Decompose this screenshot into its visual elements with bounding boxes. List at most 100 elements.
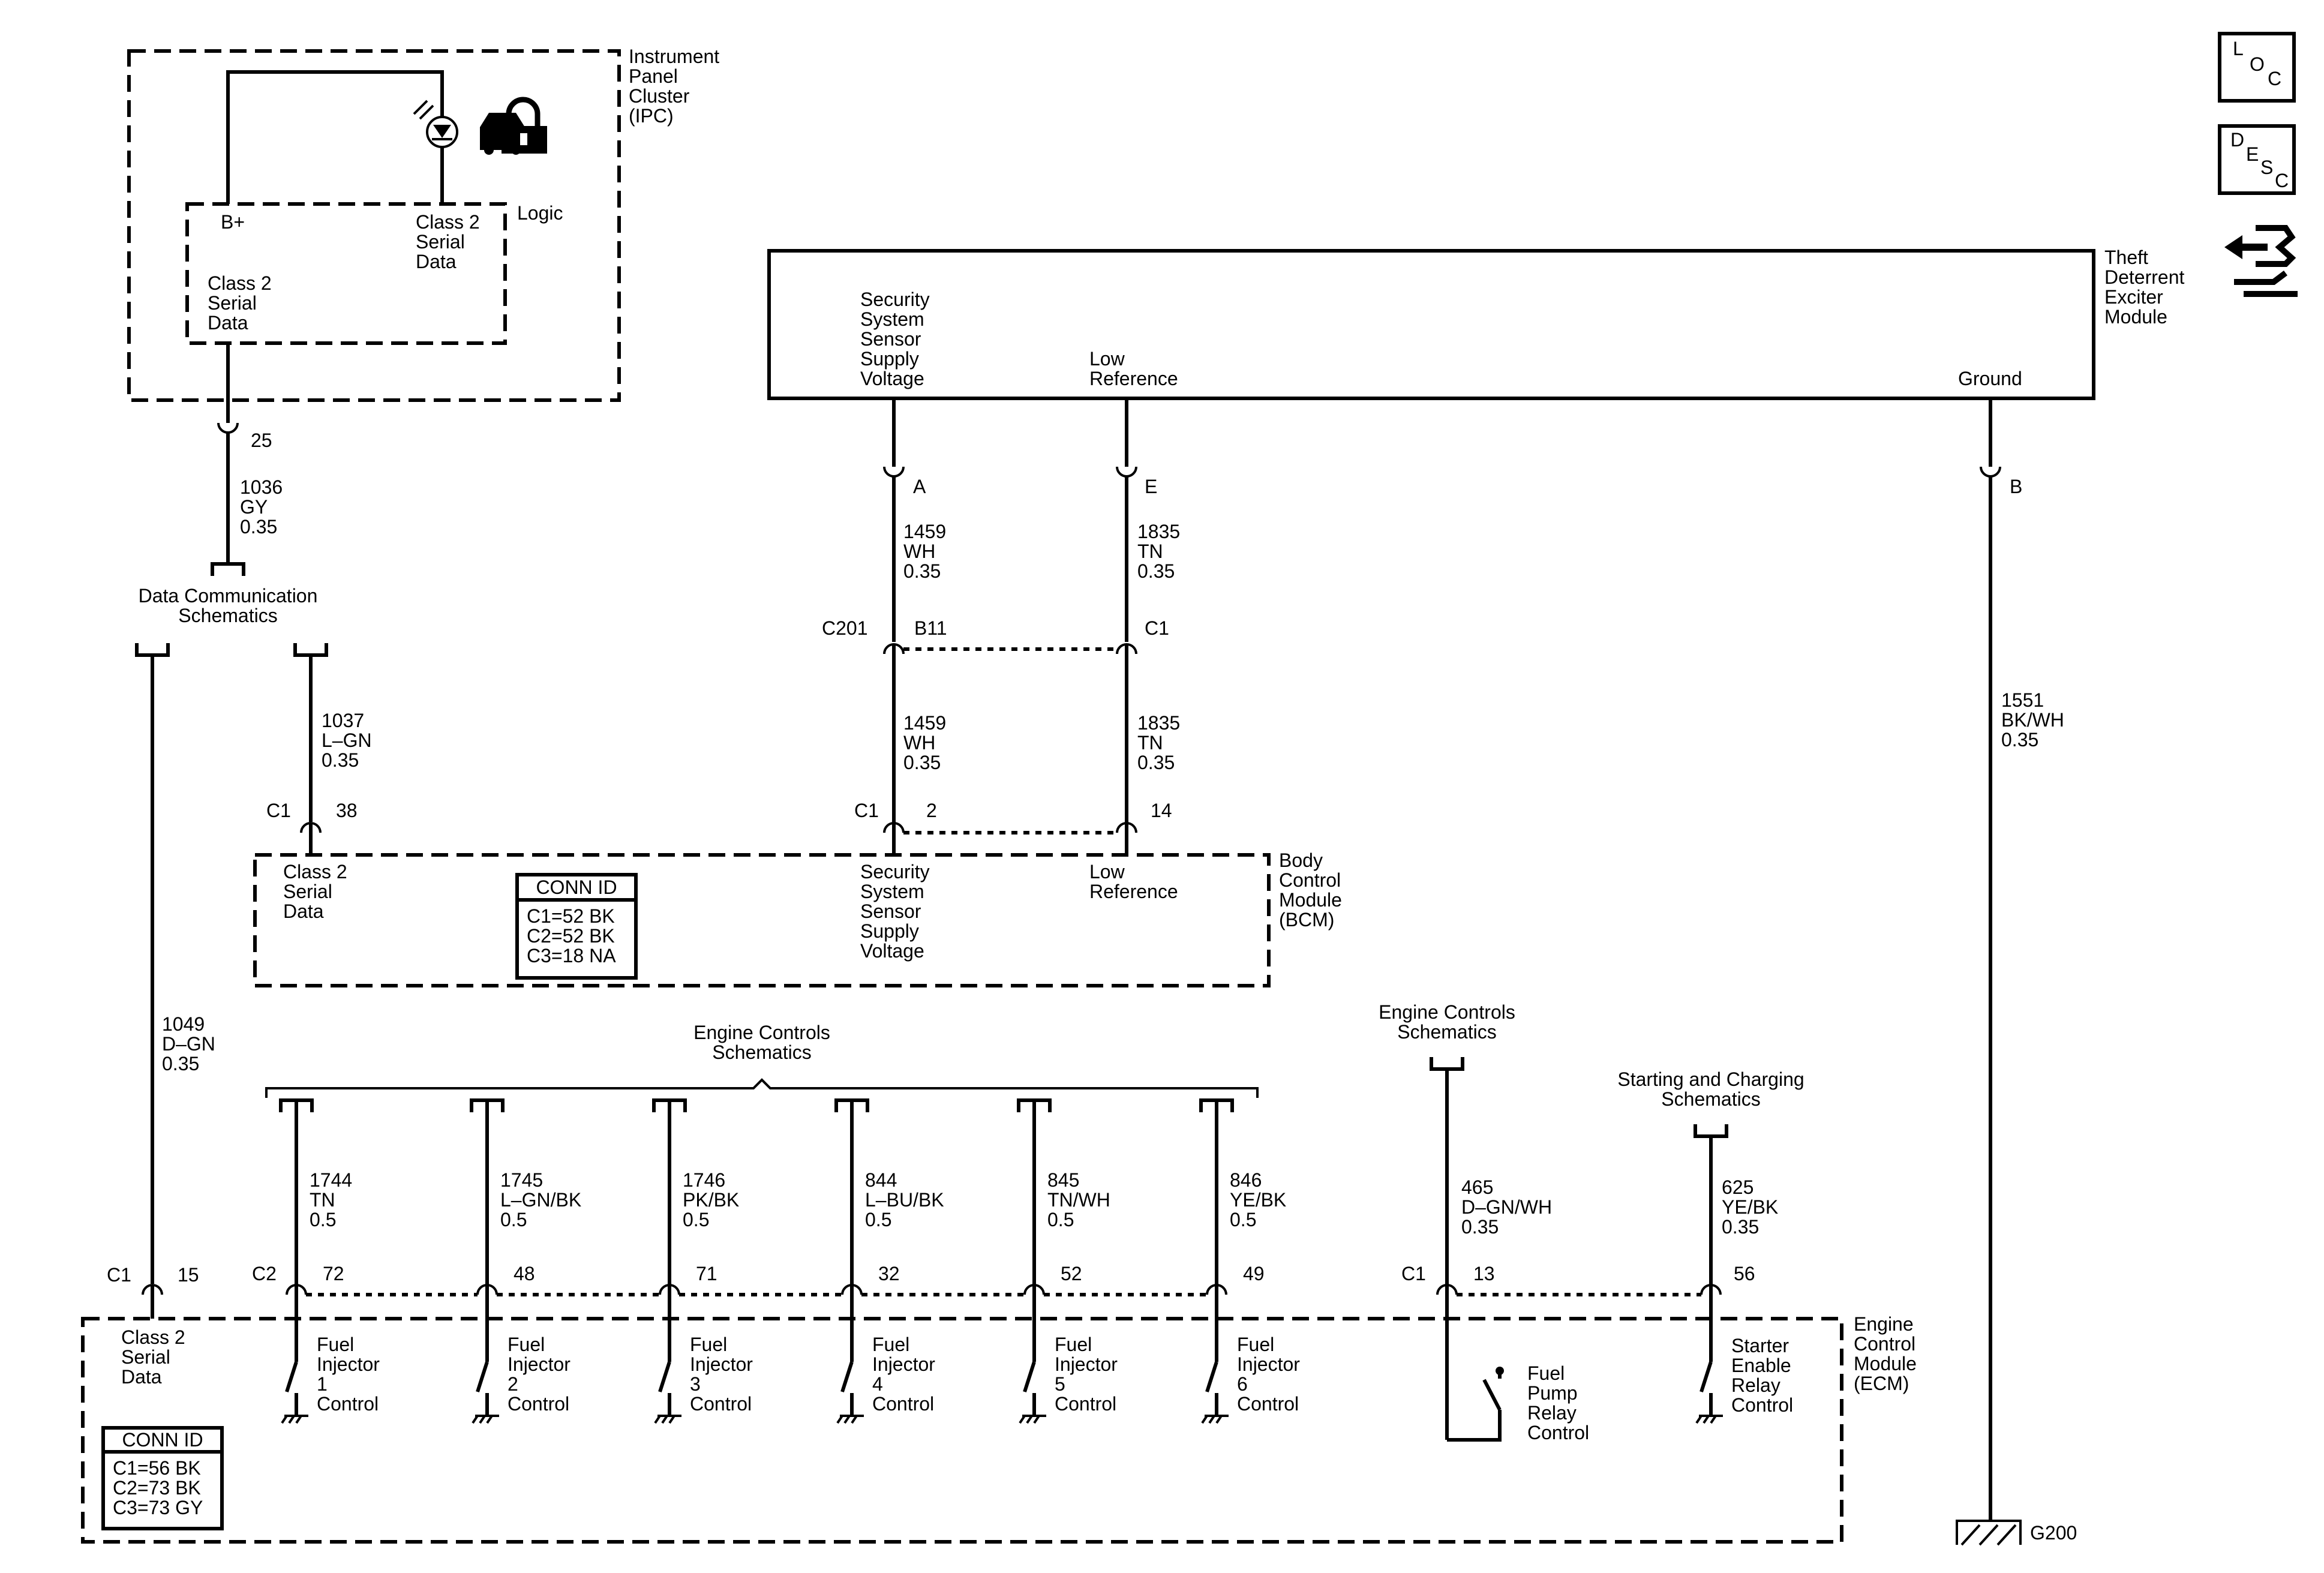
ecm-starter-2: Enable: [1731, 1355, 1791, 1376]
bcm-conn-c1: C1=52 BK: [527, 905, 615, 927]
injector-5-label-4: Control: [1055, 1393, 1116, 1415]
wire-1835-bot-color: TN: [1137, 732, 1163, 754]
ecm-starter-4: Control: [1731, 1394, 1793, 1416]
injector-2-size: 0.5: [500, 1209, 527, 1230]
bcm-security-1: Security: [860, 861, 930, 882]
injector-1-label-2: Injector: [317, 1353, 380, 1375]
bcm-security-2: System: [860, 881, 924, 902]
bcm-name-2: Control: [1279, 869, 1341, 891]
injector-1-label-4: Control: [317, 1393, 379, 1415]
ipc-name-2: Panel: [629, 65, 678, 87]
ecm-c1-right-label: C1: [1401, 1263, 1426, 1284]
injector-6-label-3: 6: [1237, 1373, 1248, 1395]
injector-3-circuit: 1746: [683, 1169, 725, 1191]
injector-5-color: TN/WH: [1047, 1189, 1110, 1211]
loc-icon[interactable]: L O C: [2218, 32, 2296, 103]
bcm-security-4: Supply: [860, 920, 919, 942]
injector-3-size: 0.5: [683, 1209, 709, 1230]
injector-1-label-1: Fuel: [317, 1334, 354, 1355]
ecm-c1-left-label: C1: [107, 1264, 131, 1286]
bcm-conn-title: CONN ID: [536, 876, 617, 898]
svg-text:E: E: [2246, 143, 2259, 165]
injector-4-ground-hatch-2: [843, 1415, 851, 1424]
c201-pin-c1: C1: [1145, 617, 1169, 639]
injector-2-label-1: Fuel: [508, 1334, 545, 1355]
engine-schem-label-1: Engine Controls: [693, 1022, 830, 1043]
bcm-connector-38: C1 38: [266, 800, 358, 855]
injector-2-pin: 48: [514, 1263, 535, 1284]
ecm-conn-c2: C2=73 BK: [113, 1477, 201, 1499]
wire-465-circuit: 465: [1461, 1176, 1493, 1198]
svg-text:C: C: [2275, 170, 2289, 191]
injector-6-color: YE/BK: [1230, 1189, 1286, 1211]
wire-625-color: YE/BK: [1722, 1196, 1778, 1218]
wire-1049-size: 0.35: [162, 1053, 199, 1074]
ecm-c2-label: C2: [252, 1263, 277, 1284]
bcm-module: Body Control Module (BCM) Class 2 Serial…: [253, 849, 1342, 987]
c201-label: C201: [822, 617, 868, 639]
ipc-class2-left-3: Data: [208, 312, 248, 334]
wire-1459-top-size: 0.35: [903, 560, 941, 582]
tdem-name-1: Theft: [2104, 247, 2148, 268]
injector-3-color: PK/BK: [683, 1189, 739, 1211]
tdem-lowref-2: Reference: [1089, 368, 1178, 389]
ecm-class2-2: Serial: [121, 1346, 170, 1368]
ecm-name-4: (ECM): [1854, 1373, 1909, 1394]
starting-label-2: Schematics: [1661, 1088, 1760, 1110]
ground-id: G200: [2030, 1522, 2077, 1544]
ipc-class2-left-1: Class 2: [208, 272, 272, 294]
tdem-connector-a: A: [883, 398, 926, 497]
ipc-class2-right-1: Class 2: [416, 211, 480, 233]
ipc-class2-right-3: Data: [416, 251, 457, 272]
svg-text:S: S: [2260, 157, 2273, 178]
tdem-pin-e: E: [1145, 476, 1157, 497]
desc-icon[interactable]: D E S C: [2218, 124, 2296, 195]
injector-2-ground-hatch-1: [472, 1415, 479, 1424]
bcm-conn-id-table: CONN ID C1=52 BK C2=52 BK C3=18 NA: [515, 873, 638, 980]
injector-6-switch-blade: [1205, 1361, 1218, 1392]
injector-4-pin: 32: [878, 1263, 900, 1284]
wire-1835-bot-size: 0.35: [1137, 752, 1175, 773]
injector-6-ground-hatch-2: [1208, 1415, 1215, 1424]
ecm-fuelpump-4: Control: [1527, 1422, 1589, 1443]
injector-4-color: L–BU/BK: [865, 1189, 944, 1211]
ecm-pin-56: 56: [1734, 1263, 1755, 1284]
injector-4-label-3: 4: [872, 1373, 883, 1395]
injector-2-color: L–GN/BK: [500, 1189, 581, 1211]
svg-text:L: L: [2233, 38, 2244, 59]
injector-6-size: 0.5: [1230, 1209, 1256, 1230]
injector-3-switch-blade: [658, 1361, 671, 1392]
ipc-class2-right-2: Serial: [416, 231, 465, 253]
ecm-conn-title: CONN ID: [122, 1429, 203, 1451]
bcm-c1-left-label: C1: [266, 800, 291, 821]
wire-1037-circuit: 1037: [322, 710, 364, 731]
injector-1-ground-hatch-1: [281, 1415, 288, 1424]
ecm-conn-c3: C3=73 GY: [113, 1497, 203, 1518]
wire-465-color: D–GN/WH: [1461, 1196, 1552, 1218]
injector-5-label-2: Injector: [1055, 1353, 1118, 1375]
injector-3-pin: 71: [696, 1263, 717, 1284]
wire-1459-bot-circuit: 1459: [903, 712, 946, 734]
injector-5-circuit: 845: [1047, 1169, 1079, 1191]
injector-1-size: 0.5: [310, 1209, 336, 1230]
injector-4-ground-hatch-3: [851, 1415, 858, 1424]
ecm-name-1: Engine: [1854, 1313, 1914, 1335]
ecm-connector-c1-13-56: C1 13 56: [1401, 1263, 1755, 1319]
ecm-conn-c1: C1=56 BK: [113, 1457, 201, 1479]
tdem-security-4: Supply: [860, 348, 919, 370]
bcm-name-3: Module: [1279, 889, 1342, 911]
ecm-starter-3: Relay: [1731, 1374, 1780, 1396]
wire-1459-bot-color: WH: [903, 732, 935, 754]
tdem-connector-e: E: [1116, 398, 1157, 497]
indicator-lamp-icon: [413, 100, 458, 148]
fuel-pump-relay-switch: Fuel Pump Relay Control: [1445, 1319, 1589, 1443]
wire-465-size: 0.35: [1461, 1216, 1499, 1238]
bcm-class2-3: Data: [283, 900, 324, 922]
ipc-name-4: (IPC): [629, 105, 674, 127]
connector-swap-icon[interactable]: [2224, 225, 2298, 297]
tdem-name-3: Exciter: [2104, 286, 2163, 308]
injector-2-ground-hatch-3: [486, 1415, 493, 1424]
ecm-class2-3: Data: [121, 1366, 162, 1388]
wire-1037-size: 0.35: [322, 749, 359, 771]
